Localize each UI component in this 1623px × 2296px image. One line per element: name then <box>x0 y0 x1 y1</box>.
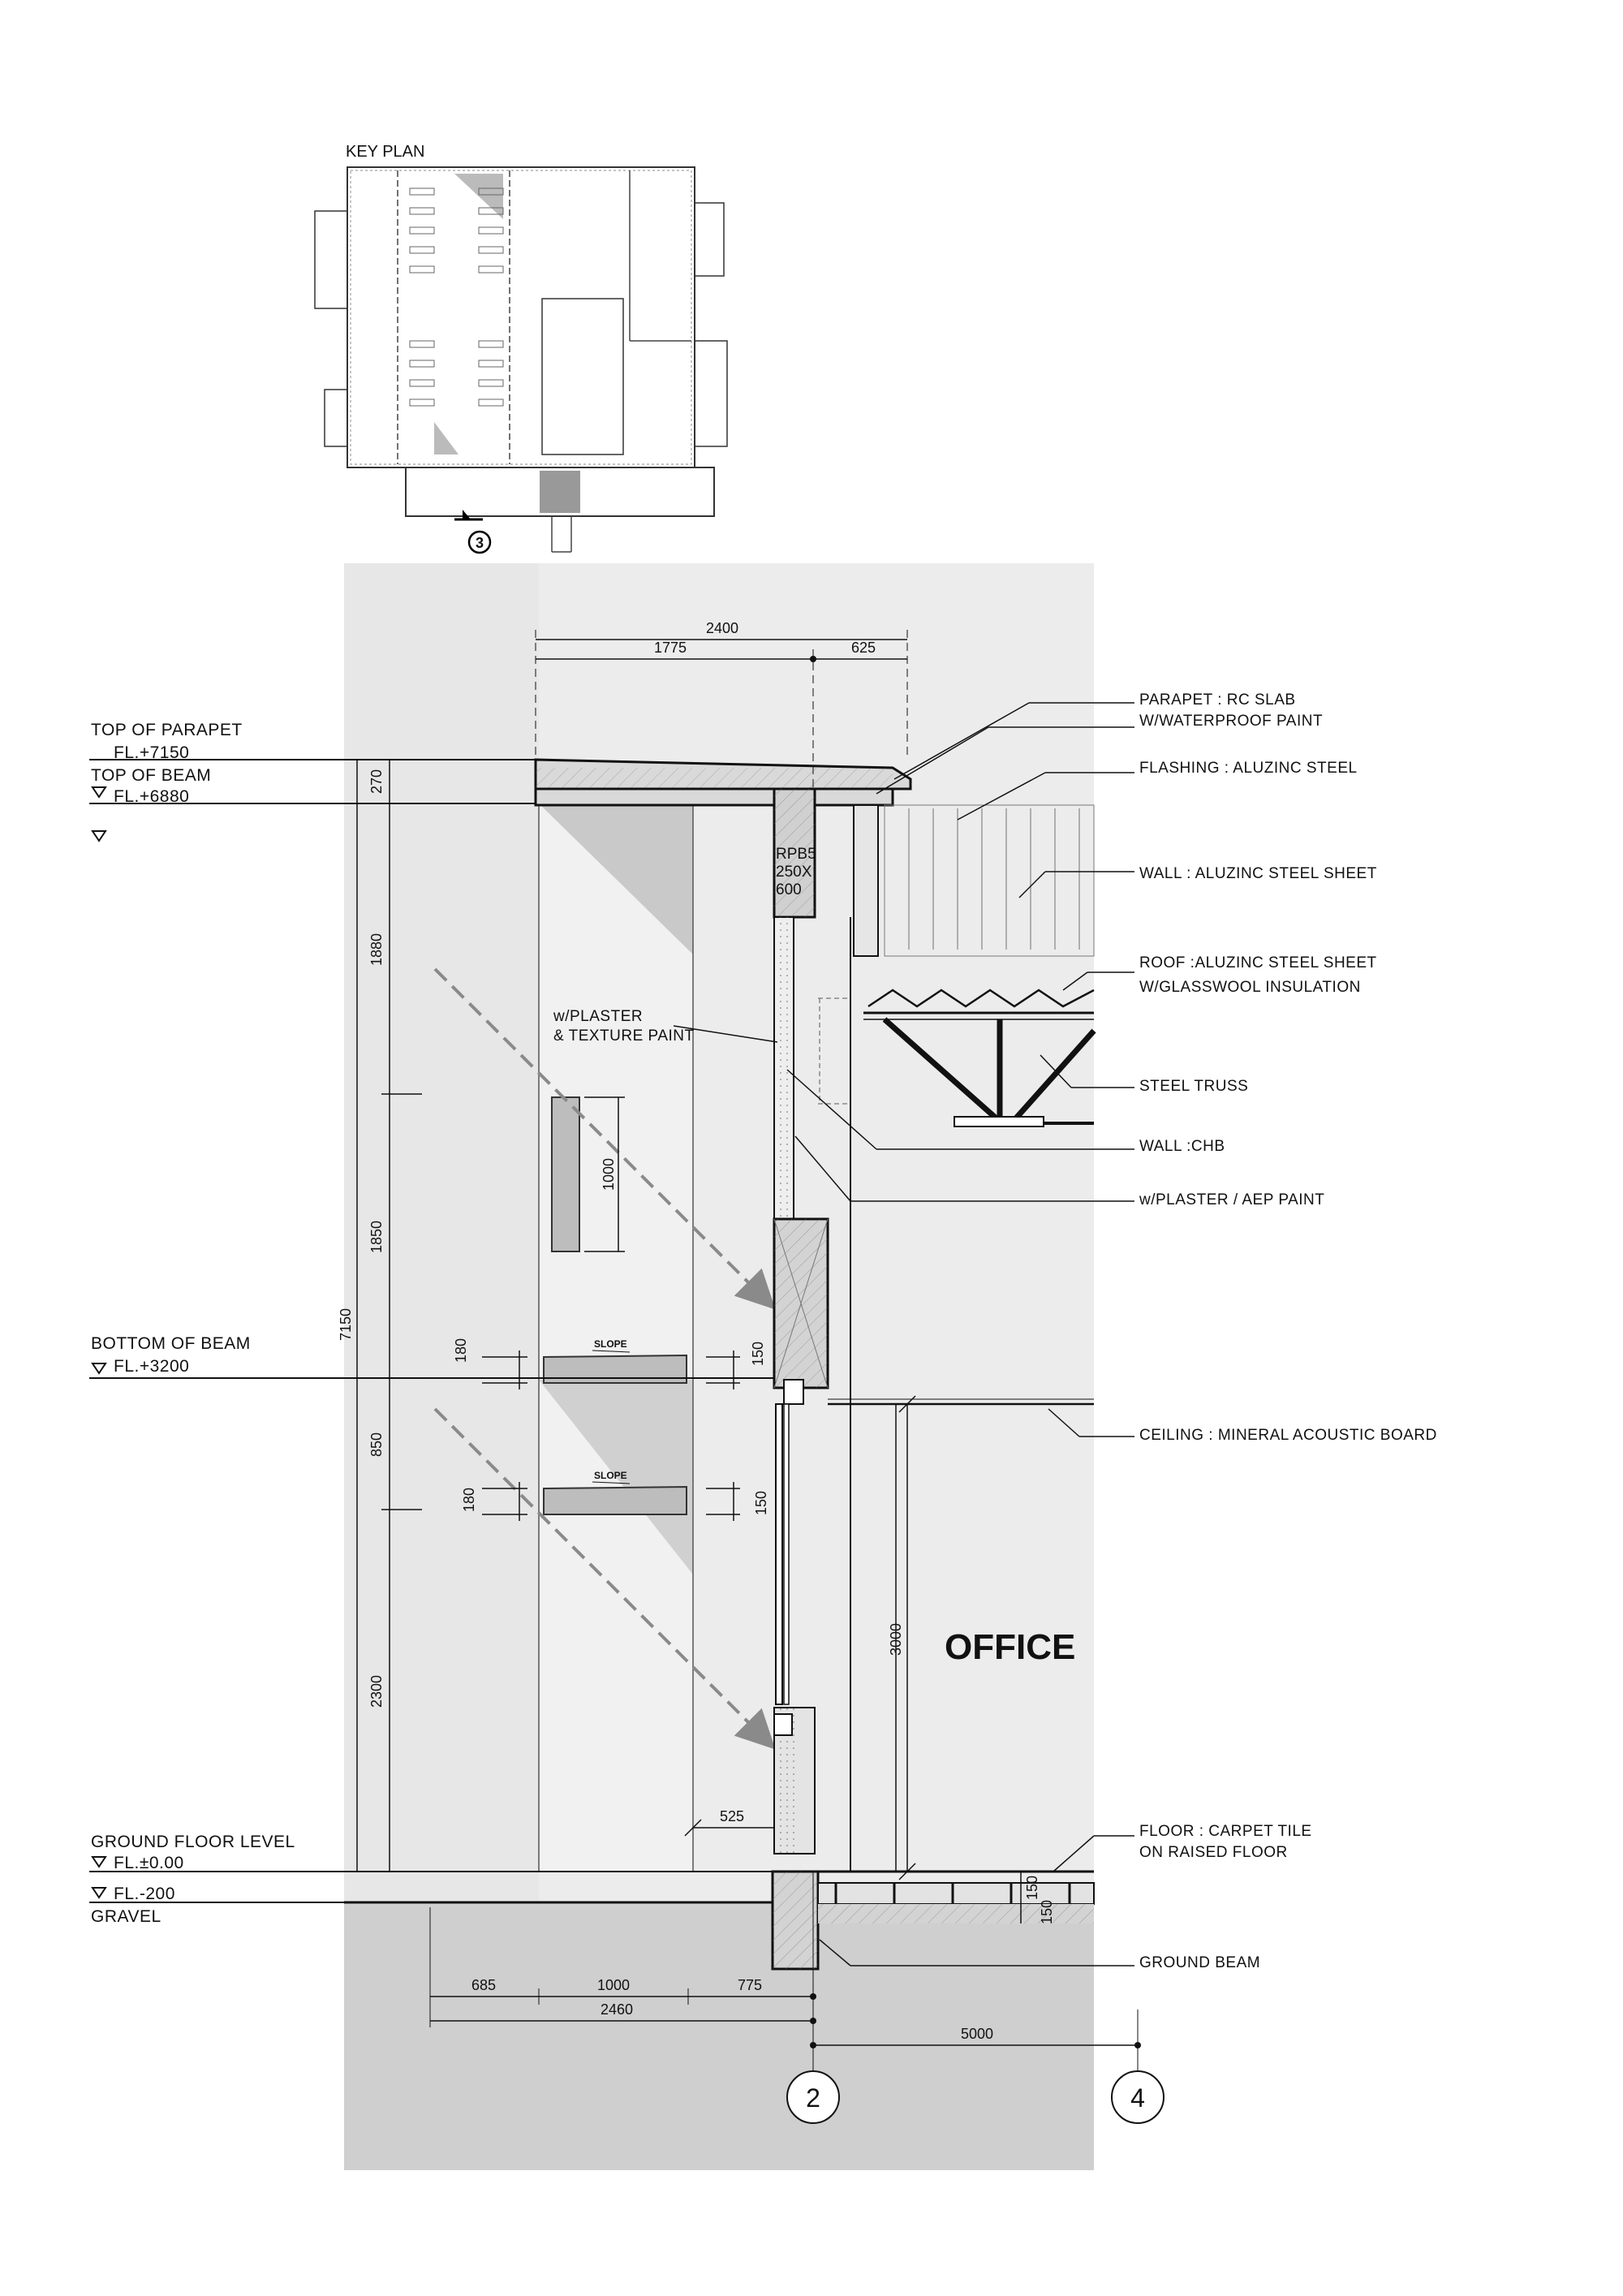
grid-bubble-2-label: 2 <box>806 2083 820 2113</box>
grid-bubble-4-label: 4 <box>1130 2083 1145 2113</box>
note-steel-truss: STEEL TRUSS <box>1139 1078 1248 1095</box>
room-label-office: OFFICE <box>945 1627 1075 1667</box>
dim-projection-525: 525 <box>720 1808 744 1824</box>
grid-bubble-4 <box>1111 2070 1165 2124</box>
level-minus-200-value: FL.-200 <box>114 1885 175 1903</box>
key-plan: KEY PLAN <box>314 143 728 554</box>
dim-fin-180-upper: 180 <box>453 1338 469 1363</box>
note-floor-2: ON RAISED FLOOR <box>1139 1844 1288 1861</box>
dim-vertical-overall: 7150 <box>338 1308 354 1341</box>
dim-bottom-total: 2460 <box>601 2001 633 2018</box>
dim-bottom-1000: 1000 <box>597 1977 630 1993</box>
rpb-line-1: RPB5 <box>776 846 816 863</box>
glazing <box>775 1403 783 1705</box>
interior <box>817 804 1096 1923</box>
note-ceiling: CEILING : MINERAL ACOUSTIC BOARD <box>1139 1427 1437 1444</box>
dim-bottom-685: 685 <box>471 1977 496 1993</box>
dim-vertical-850: 850 <box>368 1432 385 1457</box>
note-roof-1: ROOF :ALUZINC STEEL SHEET <box>1139 954 1377 971</box>
dim-fin-150-lower: 150 <box>753 1491 769 1515</box>
dim-floor-150-b: 150 <box>1039 1900 1055 1924</box>
note-floor-1: FLOOR : CARPET TILE <box>1139 1823 1312 1840</box>
bottom-dimension-chain <box>429 1872 1141 2078</box>
dim-vertical-2300: 2300 <box>368 1675 385 1708</box>
level-top-of-beam-value: FL.+6880 <box>114 787 189 806</box>
key-plan-section-marker: 3 <box>476 535 484 551</box>
plaster-texture-line-1: w/PLASTER <box>553 1008 643 1025</box>
note-parapet-1: PARAPET : RC SLAB <box>1139 691 1296 709</box>
plaster-texture-line-2: & TEXTURE PAINT <box>553 1027 695 1045</box>
level-bottom-of-beam-name: BOTTOM OF BEAM <box>91 1334 251 1353</box>
level-ground-floor-value: FL.±0.00 <box>114 1854 184 1872</box>
top-dimension-chain <box>535 630 908 789</box>
dim-fin-180-lower: 180 <box>461 1488 477 1512</box>
exterior-wall <box>771 916 829 1971</box>
rpb-line-3: 600 <box>776 881 802 898</box>
level-top-of-beam-name: TOP OF BEAM <box>91 766 211 785</box>
dim-vertical-270: 270 <box>368 769 385 794</box>
level-top-of-parapet-name: TOP OF PARAPET <box>91 721 243 739</box>
dim-floor-150-a: 150 <box>1024 1876 1040 1900</box>
dim-vertical-1880: 1880 <box>368 933 385 966</box>
level-gravel-name: GRAVEL <box>91 1907 161 1926</box>
dim-bottom-775: 775 <box>738 1977 762 1993</box>
horizontal-fin-upper <box>543 1354 687 1384</box>
note-plaster-aep: w/PLASTER / AEP PAINT <box>1139 1191 1324 1208</box>
rpb-line-2: 250X <box>776 864 812 881</box>
vertical-fin <box>551 1096 580 1252</box>
dim-top-total: 2400 <box>706 620 738 636</box>
vertical-dimension-chain <box>349 759 422 1872</box>
slope-label-lower: SLOPE <box>594 1470 627 1481</box>
steel-truss <box>882 1017 1096 1127</box>
horizontal-fin-lower <box>543 1485 687 1515</box>
slope-label-upper: SLOPE <box>594 1338 627 1350</box>
dim-fin-150-upper: 150 <box>750 1342 766 1366</box>
dim-opening-1000: 1000 <box>601 1158 617 1191</box>
level-bottom-of-beam-value: FL.+3200 <box>114 1357 189 1376</box>
note-flashing: FLASHING : ALUZINC STEEL <box>1139 760 1358 777</box>
dim-grid-span: 5000 <box>961 2026 993 2042</box>
leader-lines <box>786 702 1134 1966</box>
key-plan-title: KEY PLAN <box>346 143 424 161</box>
note-roof-2: W/GLASSWOOL INSULATION <box>1139 979 1361 996</box>
dim-top-right: 625 <box>851 640 876 656</box>
grid-bubble-2 <box>786 2070 840 2124</box>
note-wall-chb: WALL :CHB <box>1139 1138 1225 1155</box>
note-wall-aluzinc: WALL : ALUZINC STEEL SHEET <box>1139 865 1377 882</box>
note-parapet-2: W/WATERPROOF PAINT <box>1139 713 1323 730</box>
note-ground-beam: GROUND BEAM <box>1139 1954 1260 1971</box>
roof-sheet <box>867 989 1095 1008</box>
level-lines <box>89 759 774 1903</box>
level-ground-floor-name: GROUND FLOOR LEVEL <box>91 1833 295 1851</box>
level-top-of-parapet-value: FL.+7150 <box>114 743 189 762</box>
dim-ceiling-height: 3000 <box>888 1623 904 1656</box>
dim-vertical-1850: 1850 <box>368 1221 385 1253</box>
spec-notes: PARAPET : RC SLAB W/WATERPROOF PAINT FLA… <box>1139 691 1437 1971</box>
gravel-zone <box>344 1902 1094 2170</box>
dim-top-left: 1775 <box>654 640 687 656</box>
